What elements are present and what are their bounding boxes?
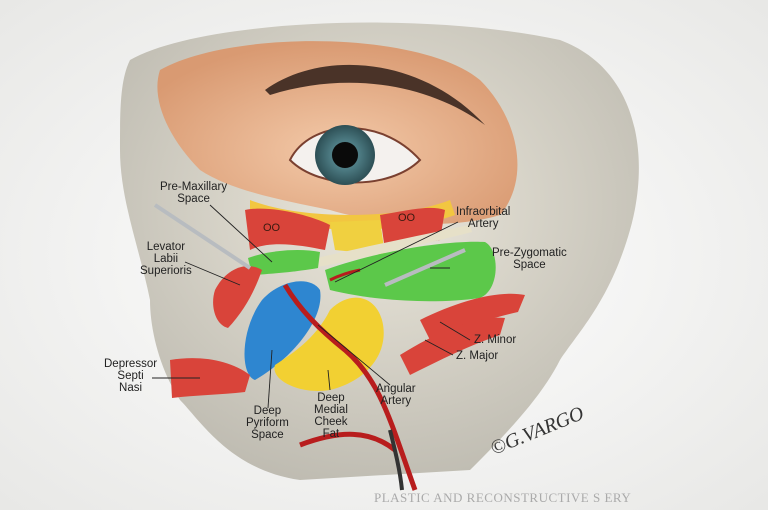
- z-minor-muscle: [420, 293, 525, 340]
- label-z-major: Z. Major: [456, 350, 499, 362]
- label-angular-artery: Angular Artery: [376, 383, 416, 407]
- label-depressor-septi-nasi: Depressor Septi Nasi: [104, 358, 158, 394]
- angular-artery: [282, 283, 418, 491]
- eyebrow: [265, 64, 485, 125]
- orbicularis-oculi-left: [245, 208, 330, 250]
- label-deep-medial-cheek-fat: Deep Medial Cheek Fat: [314, 392, 348, 440]
- label-deep-pyriform-space: Deep Pyriform Space: [246, 405, 289, 441]
- label-oo-left: OO: [263, 222, 281, 234]
- retractor-right: [384, 248, 466, 287]
- deep-medial-cheek-fat: [274, 297, 384, 391]
- depressor-septi-muscle: [170, 358, 250, 398]
- levator-labii-muscle: [213, 266, 262, 328]
- label-oo-right: OO: [398, 212, 416, 224]
- label-pre-maxillary-space: Pre-Maxillary Space: [160, 181, 228, 205]
- label-z-minor: Z. Minor: [474, 334, 517, 346]
- label-pre-zygomatic-space: Pre-Zygomatic Space: [492, 247, 567, 271]
- watermark: PLASTIC AND RECONSTRUCTIVE S ERY: [374, 490, 632, 505]
- pupil: [332, 142, 358, 168]
- z-major-muscle: [400, 317, 505, 375]
- label-levator-labii-superioris: Levator Labii Superioris: [140, 241, 192, 277]
- retractor-left: [153, 203, 252, 270]
- label-infraorbital-artery: Infraorbital Artery: [456, 206, 511, 230]
